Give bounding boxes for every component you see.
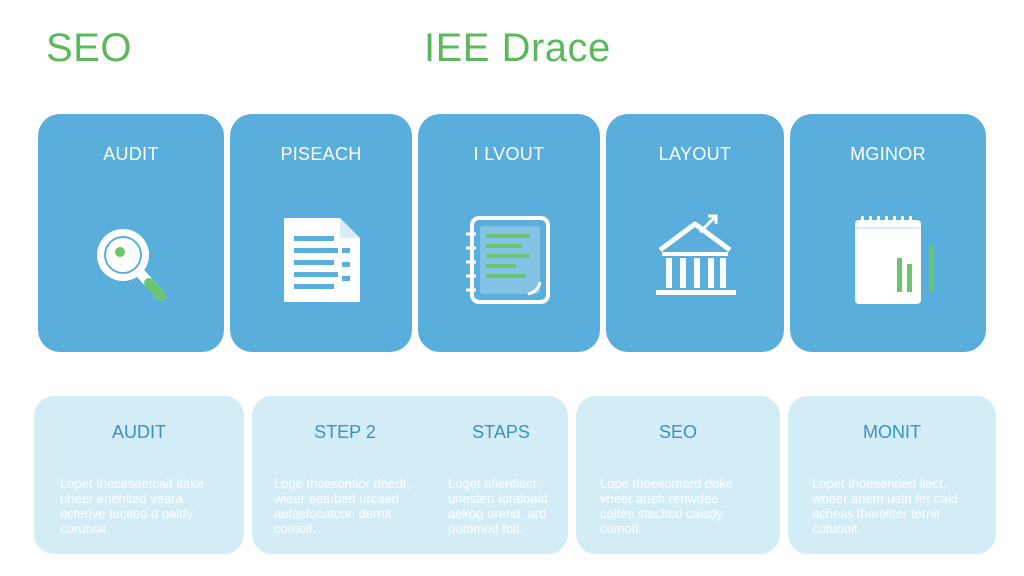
card-monit: MONIT Lopet thoesenried ilect, wneer ane…	[788, 396, 996, 554]
card-seo: SEO Lope thoesomord doke vneer aneh renw…	[576, 396, 780, 554]
building-chart-icon	[650, 210, 740, 310]
step-label: AUDIT	[103, 144, 159, 164]
diagram-title: IEE Drace	[424, 26, 611, 70]
step-label: MGINOR	[850, 144, 926, 164]
seo-title: SEO	[46, 26, 132, 70]
step-layout: LAYOUT	[606, 114, 784, 352]
card-title: AUDIT	[112, 422, 166, 442]
document-list-icon	[276, 210, 366, 310]
card-steps: STEP 2 STAPS Loge thcesomior dnedt, wiee…	[252, 396, 568, 554]
notepad-bars-icon	[843, 210, 933, 310]
magnifier-icon	[86, 210, 176, 310]
notebook-icon	[464, 210, 554, 310]
step-research: PISEACH	[230, 114, 412, 352]
step-label: I LVOUT	[473, 144, 545, 164]
card-title: SEO	[658, 422, 697, 442]
card-title: STAPS	[472, 422, 530, 442]
card-description: Loge thcesomior dnedt, wieer eetubed urc…	[274, 476, 410, 536]
card-description: Loget afientiect, unesten toraloaid aeko…	[448, 476, 548, 536]
step-layout-draft: I LVOUT	[418, 114, 600, 352]
step-label: PISEACH	[280, 144, 362, 164]
card-audit: AUDIT Lopet theceseetcait itake uheer en…	[34, 396, 244, 554]
step-label: LAYOUT	[658, 144, 732, 164]
card-description: Lopet theceseetcait itake uheer enehited…	[60, 476, 204, 536]
card-title: STEP 2	[314, 422, 376, 442]
step-monitor: MGINOR	[790, 114, 986, 352]
card-title: MONIT	[863, 422, 921, 442]
step-audit: AUDIT	[38, 114, 224, 352]
card-description: Lopet thoesenried ilect, wneer anem ustn…	[812, 476, 958, 536]
card-description: Lope thoesomord doke vneer aneh renwdee …	[600, 476, 733, 536]
